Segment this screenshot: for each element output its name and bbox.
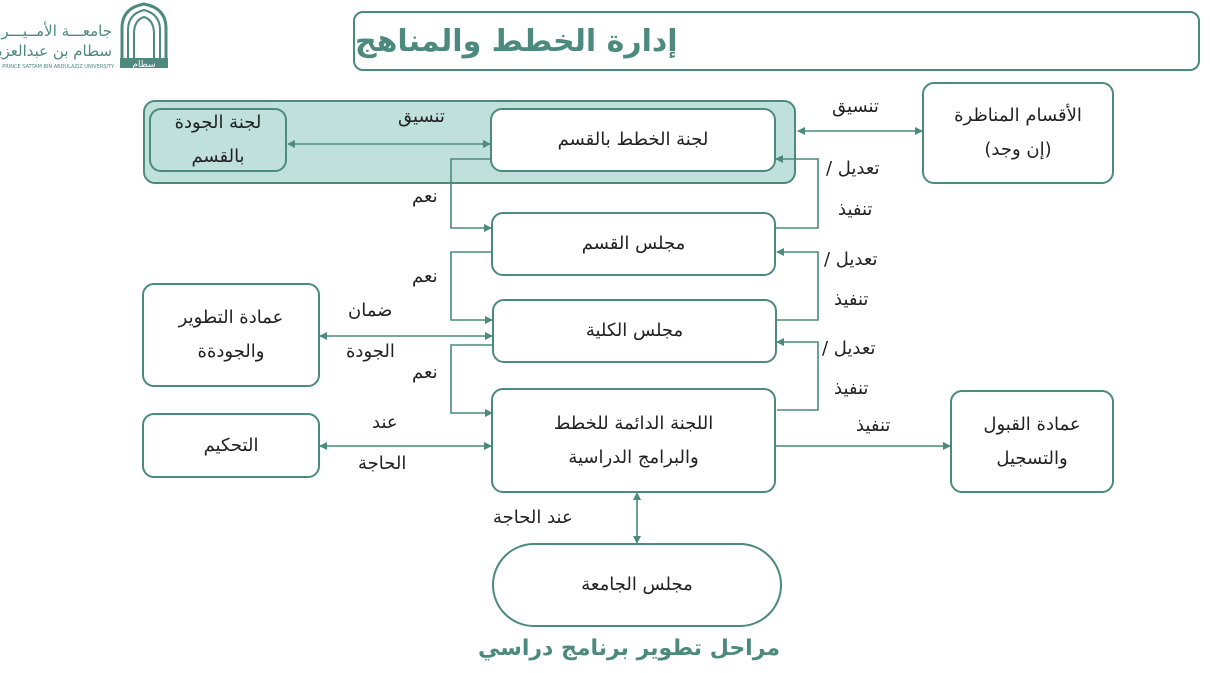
execute-label-2: تنفيذ xyxy=(834,289,869,310)
yes-arrow-2 xyxy=(450,251,493,324)
plans-committee-node: لجنة الخطط بالقسم xyxy=(490,108,776,172)
admission-deanship-label-1: عمادة القبول xyxy=(983,413,1081,435)
admission-deanship-label-2: والتسجيل xyxy=(996,447,1068,469)
page-title: إدارة الخطط والمناهج xyxy=(355,23,678,59)
development-deanship-label-2: والجودةة xyxy=(197,341,265,362)
college-council-node: مجلس الكلية xyxy=(492,299,777,363)
yes-label-2: نعم xyxy=(412,266,438,287)
department-council-label: مجلس القسم xyxy=(581,233,686,254)
modify-arrow-2 xyxy=(776,248,819,321)
university-logo: سطام جامعـــة الأمــيـــر سطام بن عبدالع… xyxy=(0,2,172,72)
department-council-node: مجلس القسم xyxy=(491,212,776,276)
standing-committee-label-2: والبرامج الدراسية xyxy=(568,446,699,468)
page-title-box: إدارة الخطط والمناهج xyxy=(353,11,1200,71)
development-deanship-node: عمادة التطوير والجودةة xyxy=(142,283,320,387)
college-council-label: مجلس الكلية xyxy=(585,320,684,341)
quality-assurance-label-1: ضمان xyxy=(348,300,393,321)
standing-committee-label-1: اللجنة الدائمة للخطط xyxy=(553,412,714,434)
coordination-internal-label: تنسيق xyxy=(398,106,445,127)
university-council-label: مجلس الجامعة xyxy=(581,574,693,595)
yes-label-3: نعم xyxy=(412,362,438,383)
modify-label-3: تعديل / xyxy=(822,338,876,359)
diagram-caption: مراحل تطوير برنامج دراسي xyxy=(477,636,781,661)
yes-arrow-3 xyxy=(450,344,493,417)
logo-line2: سطام بن عبدالعزيز xyxy=(0,42,112,60)
modify-label-2: تعديل / xyxy=(824,249,878,270)
development-deanship-label-1: عمادة التطوير xyxy=(178,307,284,328)
peer-departments-label-2: (إن وجد) xyxy=(984,139,1052,160)
coordination-peer-label: تنسيق xyxy=(832,96,879,117)
university-emblem-icon: سطام xyxy=(120,2,168,70)
peer-departments-label-1: الأقسام المناظرة xyxy=(954,105,1082,126)
execute-label-3: تنفيذ xyxy=(834,378,869,399)
yes-label-1: نعم xyxy=(412,186,438,207)
yes-arrow-1 xyxy=(450,158,492,232)
quality-assurance-label-2: الجودة xyxy=(346,341,395,362)
standing-committee-node: اللجنة الدائمة للخطط والبرامج الدراسية xyxy=(491,388,776,493)
modify-label-1: تعديل / xyxy=(826,158,880,179)
logo-line3: PRINCE SATTAM BIN ABDULAZIZ UNIVERSITY xyxy=(2,64,114,70)
university-council-node: مجلس الجامعة xyxy=(492,543,782,627)
when-needed-label-1: عند xyxy=(372,412,398,433)
arbitration-label: التحكيم xyxy=(203,434,259,456)
quality-committee-node: لجنة الجودة بالقسم xyxy=(149,108,287,172)
execute-admission-label: تنفيذ xyxy=(856,415,891,436)
when-needed-label-2: الحاجة xyxy=(358,453,407,474)
execute-label-1: تنفيذ xyxy=(838,199,873,220)
logo-line1: جامعـــة الأمــيـــر xyxy=(1,22,112,40)
plans-committee-label: لجنة الخطط بالقسم xyxy=(557,129,709,150)
quality-committee-label: لجنة الجودة بالقسم xyxy=(174,112,262,167)
modify-arrow-3 xyxy=(776,338,819,411)
arbitration-node: التحكيم xyxy=(142,413,320,478)
admission-deanship-node: عمادة القبول والتسجيل xyxy=(950,390,1114,493)
svg-text:سطام: سطام xyxy=(132,60,155,70)
peer-departments-node: الأقسام المناظرة (إن وجد) xyxy=(922,82,1114,184)
modify-arrow-1 xyxy=(775,155,819,229)
when-needed-university-label: عند الحاجة xyxy=(493,507,573,528)
